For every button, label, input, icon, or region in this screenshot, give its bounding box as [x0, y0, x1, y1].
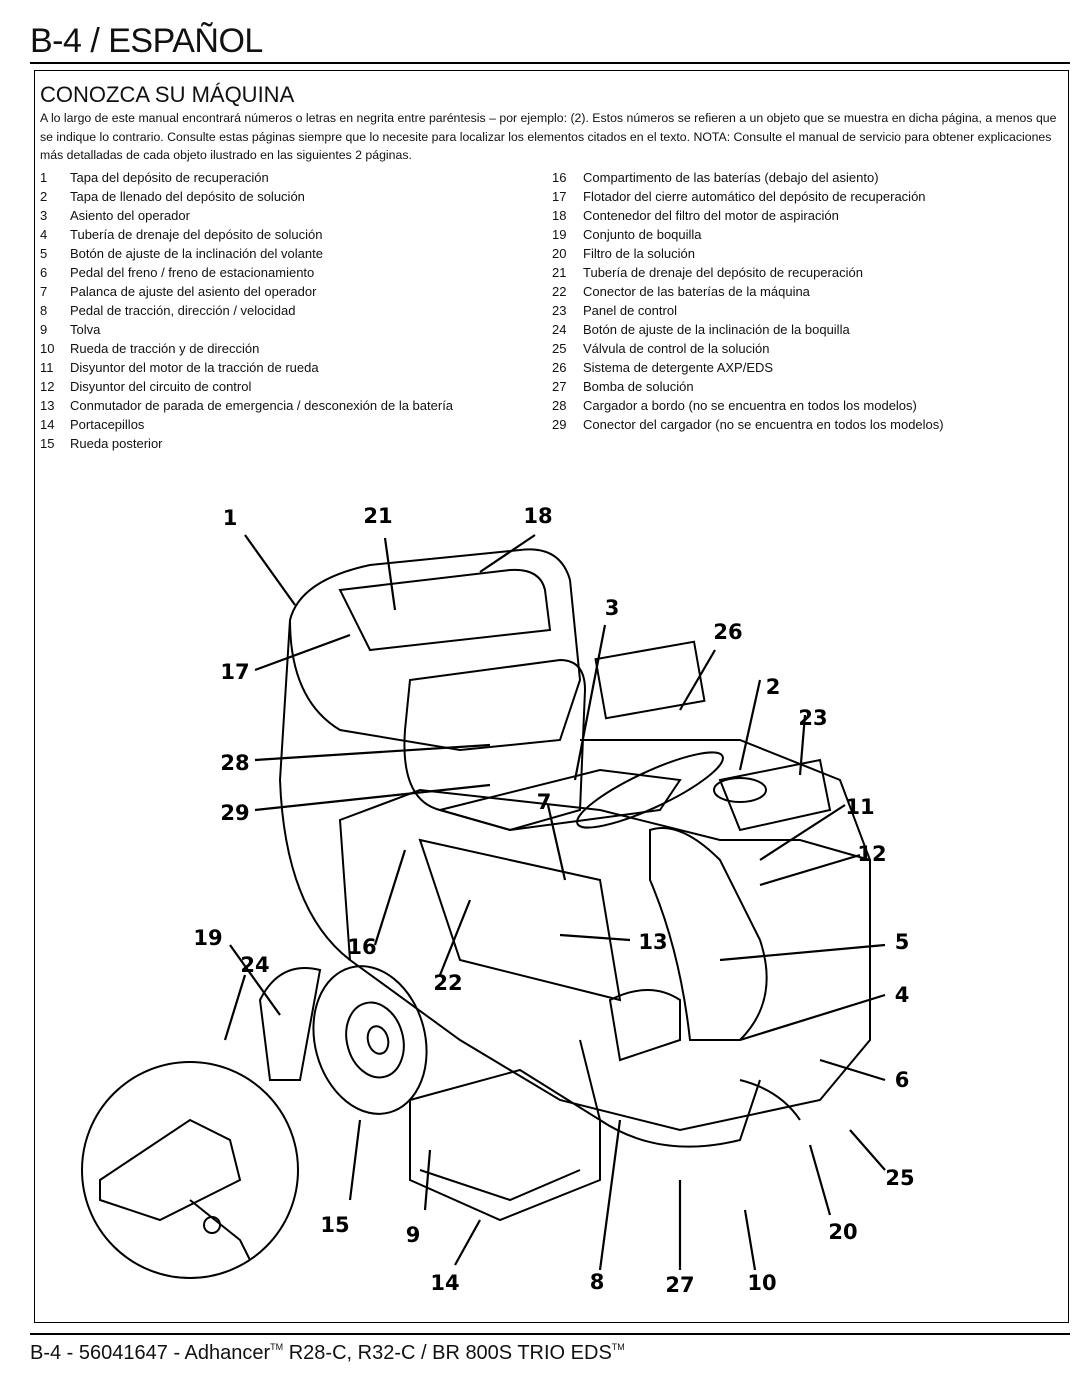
callout-28: 28: [220, 751, 249, 775]
callout-10: 10: [747, 1271, 776, 1295]
callout-8: 8: [590, 1270, 605, 1294]
callout-26: 26: [713, 620, 742, 644]
page-footer: B-4 - 56041647 - AdhancerTM R28-C, R32-C…: [30, 1342, 625, 1364]
content-frame: [34, 70, 1069, 1323]
section-title: CONOZCA SU MÁQUINA: [40, 82, 295, 107]
callout-7: 7: [537, 790, 552, 814]
callout-14: 14: [430, 1271, 459, 1295]
callout-21: 21: [363, 504, 392, 528]
intro-paragraph: A lo largo de este manual encontrará núm…: [40, 111, 1057, 162]
callout-3: 3: [605, 596, 620, 620]
callout-4: 4: [895, 983, 910, 1007]
callout-13: 13: [638, 930, 667, 954]
page-title: B-4 / ESPAÑOL: [30, 22, 263, 60]
callout-9: 9: [406, 1223, 421, 1247]
machine-outline: [81, 548, 871, 1279]
callout-19: 19: [193, 926, 222, 950]
title-divider: [30, 62, 1070, 64]
callout-24: 24: [240, 953, 269, 977]
callout-1: 1: [223, 506, 238, 530]
callout-23: 23: [798, 706, 827, 730]
callout-6: 6: [895, 1068, 910, 1092]
footer-divider: [30, 1333, 1070, 1335]
callout-15: 15: [320, 1213, 349, 1237]
callout-22: 22: [433, 971, 462, 995]
callout-25: 25: [885, 1166, 914, 1190]
callout-27: 27: [665, 1273, 694, 1297]
callout-18: 18: [523, 504, 552, 528]
callout-20: 20: [828, 1220, 857, 1244]
callout-16: 16: [347, 935, 376, 959]
callout-2: 2: [766, 675, 781, 699]
callout-12: 12: [857, 842, 886, 866]
machine-diagram: 1 21 18 3 26 17 2 23 28 7 11 29 12 19 16…: [81, 504, 915, 1297]
callout-leaders: [223, 534, 886, 1271]
callout-17: 17: [220, 660, 249, 684]
callout-11: 11: [845, 795, 874, 819]
callout-29: 29: [220, 801, 249, 825]
callout-5: 5: [895, 930, 910, 954]
